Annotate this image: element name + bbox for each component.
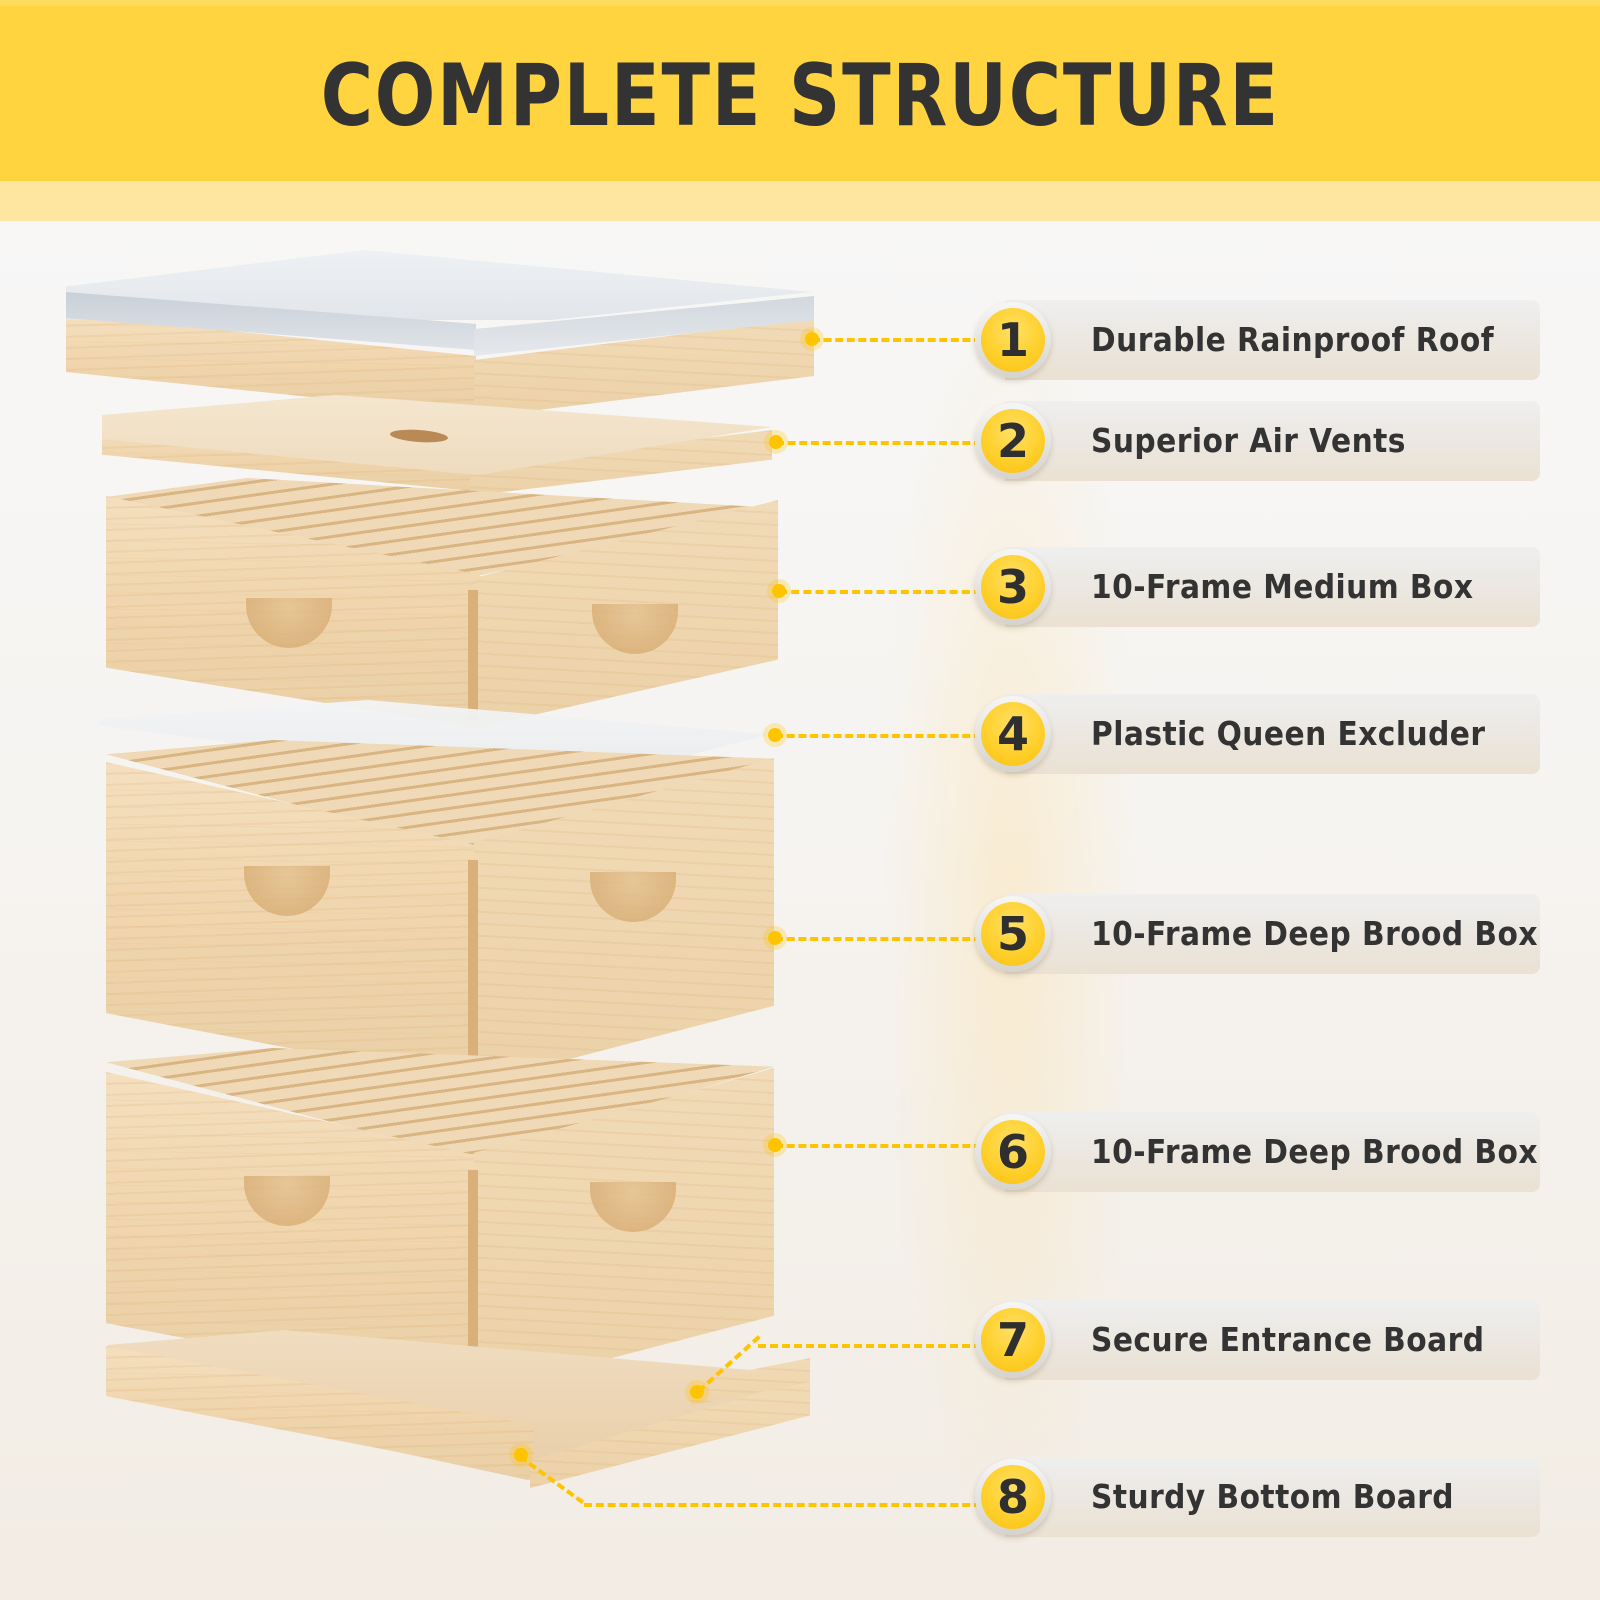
badge-number: 6 (981, 1120, 1045, 1184)
callout-queen-excluder: 4 Plastic Queen Excluder (975, 694, 1540, 774)
badge-number: 7 (981, 1308, 1045, 1372)
badge-number: 3 (981, 555, 1045, 619)
callout-air-vents: 2 Superior Air Vents (975, 401, 1540, 481)
callout-label: Durable Rainproof Roof (1091, 320, 1495, 359)
connector-line-1 (812, 338, 982, 342)
callout-bar (1005, 300, 1540, 380)
connector-line-5 (775, 937, 982, 941)
header-banner: COMPLETE STRUCTURE (0, 6, 1600, 181)
callout-roof: 1 Durable Rainproof Roof (975, 300, 1540, 380)
number-badge: 6 (975, 1114, 1051, 1190)
callout-bar (1005, 1457, 1540, 1537)
badge-number: 8 (981, 1465, 1045, 1529)
callout-bar (1005, 1300, 1540, 1380)
connector-line-7 (758, 1344, 982, 1348)
connector-line-8 (584, 1503, 982, 1507)
callout-medium-box: 3 10-Frame Medium Box (975, 547, 1540, 627)
connector-line-3 (779, 590, 982, 594)
box-joint (468, 860, 478, 1070)
callout-label: 10-Frame Deep Brood Box (1091, 1132, 1538, 1171)
callout-label: Sturdy Bottom Board (1091, 1477, 1455, 1516)
number-badge: 8 (975, 1459, 1051, 1535)
box-joint (468, 1170, 478, 1380)
badge-number: 4 (981, 702, 1045, 766)
callout-deep-brood-box-2: 6 10-Frame Deep Brood Box (975, 1112, 1540, 1192)
badge-number: 2 (981, 409, 1045, 473)
number-badge: 4 (975, 696, 1051, 772)
number-badge: 1 (975, 302, 1051, 378)
callout-bar (1005, 894, 1540, 974)
callout-label: 10-Frame Deep Brood Box (1091, 914, 1538, 953)
callout-label: Plastic Queen Excluder (1091, 714, 1486, 753)
header-top-strip (0, 0, 1600, 6)
callout-bar (1005, 401, 1540, 481)
callout-label: Superior Air Vents (1091, 421, 1406, 460)
number-badge: 5 (975, 896, 1051, 972)
box-joint (468, 590, 478, 720)
anchor-dot-8 (514, 1448, 528, 1462)
callout-bar (1005, 694, 1540, 774)
beehive-illustration (66, 250, 814, 1488)
callout-bottom-board: 8 Sturdy Bottom Board (975, 1457, 1540, 1537)
badge-number: 5 (981, 902, 1045, 966)
connector-line-2 (776, 441, 982, 445)
callout-label: Secure Entrance Board (1091, 1320, 1485, 1359)
connector-line-6 (775, 1144, 982, 1148)
number-badge: 3 (975, 549, 1051, 625)
number-badge: 7 (975, 1302, 1051, 1378)
callout-bar (1005, 547, 1540, 627)
callout-deep-brood-box-1: 5 10-Frame Deep Brood Box (975, 894, 1540, 974)
header-accent-strip (0, 181, 1600, 221)
badge-number: 1 (981, 308, 1045, 372)
callout-bar (1005, 1112, 1540, 1192)
anchor-dot-7 (690, 1385, 704, 1399)
callout-label: 10-Frame Medium Box (1091, 567, 1474, 606)
connector-line-4 (775, 734, 982, 738)
callout-entrance-board: 7 Secure Entrance Board (975, 1300, 1540, 1380)
page-title: COMPLETE STRUCTURE (320, 45, 1280, 146)
number-badge: 2 (975, 403, 1051, 479)
